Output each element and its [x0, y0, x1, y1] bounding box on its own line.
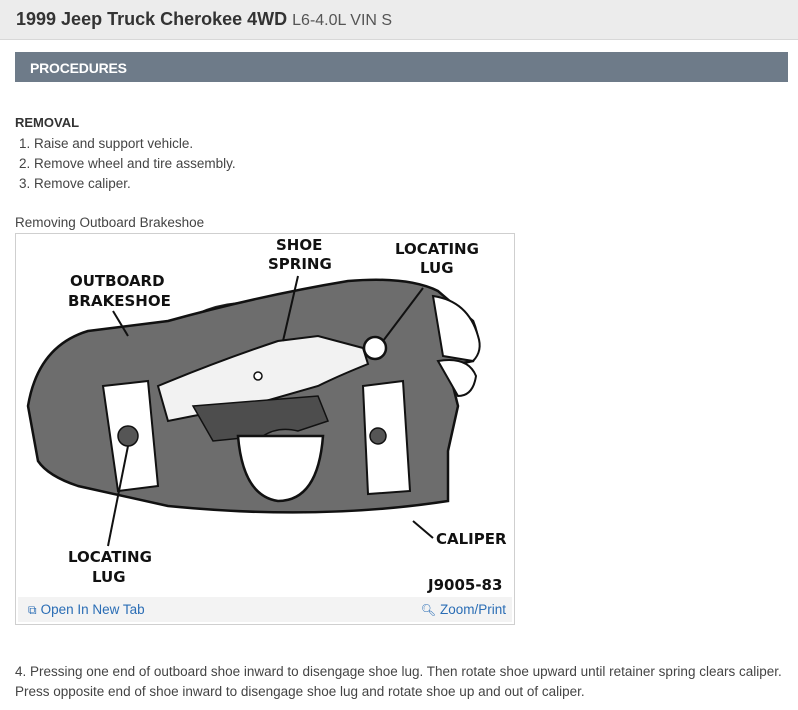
leader-caliper — [412, 520, 434, 539]
vehicle-title: 1999 Jeep Truck Cherokee 4WD — [16, 9, 288, 29]
open-in-new-tab-link[interactable]: ⧉Open In New Tab — [28, 602, 145, 618]
caliper-cutout — [236, 434, 325, 503]
caliper-lobe — [431, 294, 481, 363]
figure-id: J9005-83 — [427, 576, 502, 594]
spring-hole — [253, 371, 263, 381]
label-shoe: SHOE — [276, 236, 322, 254]
page-title: 1999 Jeep Truck Cherokee 4WD L6-4.0L VIN… — [16, 9, 392, 30]
zoom-label: Zoom/Print — [439, 602, 506, 617]
label-outboard: OUTBOARD — [70, 272, 165, 290]
label-lug-top: LUG — [420, 259, 454, 277]
leader-locating-lug-bottom — [107, 445, 129, 547]
new-tab-icon: ⧉ — [28, 603, 37, 617]
figure-footer: ⧉Open In New Tab 🔍︎Zoom/Print — [18, 597, 512, 622]
step-4: 4. Pressing one end of outboard shoe inw… — [15, 664, 782, 699]
step-3: 3. Remove caliper. — [19, 176, 131, 191]
brakeshoe-diagram: SHOE SPRING LOCATING LUG OUTBOARD BRAKES… — [26, 236, 507, 594]
leader-outboard — [112, 310, 129, 337]
label-lug-bottom: LUG — [92, 568, 126, 586]
label-spring: SPRING — [268, 255, 332, 273]
label-caliper: CALIPER — [436, 530, 507, 548]
engine-subtitle: L6-4.0L VIN S — [292, 12, 393, 29]
shoe-spring — [156, 334, 370, 423]
procedures-section-bar: PROCEDURES — [15, 52, 788, 82]
locating-lug-top — [362, 335, 388, 361]
label-brakeshoe: BRAKESHOE — [68, 292, 171, 310]
removal-steps: 1. Raise and support vehicle. 2. Remove … — [19, 134, 236, 194]
step-2: 2. Remove wheel and tire assembly. — [19, 156, 236, 171]
label-locating-top: LOCATING — [395, 240, 479, 258]
figure-box: SHOE SPRING LOCATING LUG OUTBOARD BRAKES… — [15, 233, 515, 625]
removal-heading: REMOVAL — [15, 115, 80, 130]
section-label: PROCEDURES — [30, 60, 127, 76]
zoom-print-link[interactable]: 🔍︎Zoom/Print — [421, 602, 506, 617]
page-header: 1999 Jeep Truck Cherokee 4WD L6-4.0L VIN… — [0, 0, 798, 40]
open-tab-label: Open In New Tab — [40, 602, 145, 617]
figure-caption: Removing Outboard Brakeshoe — [15, 215, 205, 230]
leader-shoe-spring — [282, 275, 299, 342]
left-lug-hole — [117, 425, 139, 447]
leader-locating-lug-top — [382, 287, 424, 342]
label-locating-bottom: LOCATING — [68, 548, 152, 566]
zoom-icon: 🔍︎ — [420, 603, 436, 617]
right-lug-hole — [369, 427, 387, 445]
step-1: 1. Raise and support vehicle. — [19, 136, 194, 151]
caliper-lobe-lower — [436, 359, 478, 398]
